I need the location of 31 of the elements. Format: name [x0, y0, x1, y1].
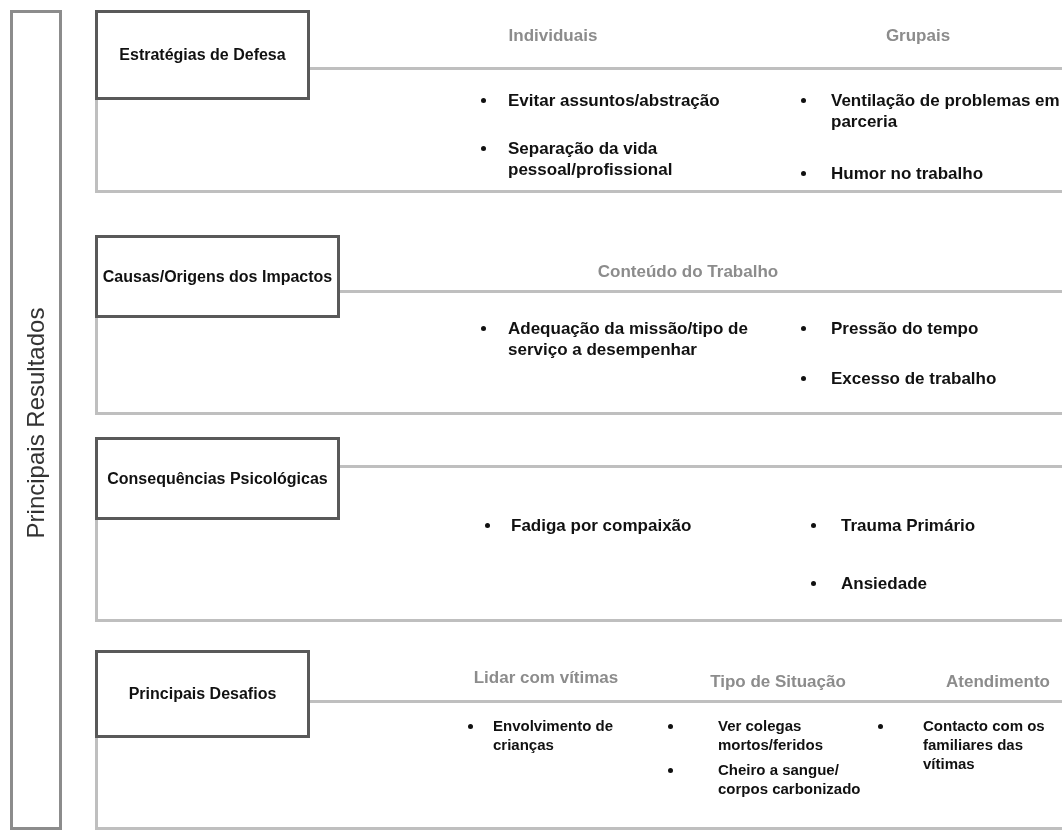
column-header: Grupais — [884, 25, 952, 46]
bullet-item: Separação da vida pessoal/profissional — [508, 138, 674, 180]
bullet-item: Ventilação de problemas em parceria — [831, 90, 1061, 132]
bullet-item: Cheiro a sangue/ corpos carbonizado — [718, 760, 862, 798]
bullet-item: Contacto com os familiares das vítimas — [923, 716, 1046, 773]
bullet-item: Adequação da missão/tipo de serviço a desempenhar — [508, 318, 749, 360]
bullet-item: Pressão do tempo — [831, 318, 980, 339]
column-header: Tipo de Situação — [709, 671, 847, 692]
section-heading-box — [95, 235, 340, 318]
band-title: Principais Resultados — [22, 307, 50, 539]
bullet-item: Ver colegas mortos/feridos — [718, 716, 824, 754]
section-heading-box — [95, 437, 340, 520]
column-header: Lidar com vítimas — [472, 667, 620, 688]
bullet-item: Evitar assuntos/abstração — [508, 90, 721, 111]
side-band — [10, 10, 62, 830]
section-heading: Principais Desafios — [128, 685, 277, 703]
column-header: Atendimento — [945, 671, 1051, 692]
bullet-item: Envolvimento de crianças — [493, 716, 615, 754]
bullet-item: Fadiga por compaixão — [511, 515, 693, 536]
bullet-item: Ansiedade — [841, 573, 928, 594]
bullet-item: Excesso de trabalho — [831, 368, 998, 389]
bullet-item: Trauma Primário — [841, 515, 977, 536]
section-heading-box — [95, 650, 310, 738]
bullet-item: Humor no trabalho — [831, 163, 985, 184]
section-heading: Causas/Origens dos Impactos — [102, 267, 333, 286]
section-heading: Consequências Psicológicas — [107, 469, 328, 488]
column-header: Conteúdo do Trabalho — [596, 261, 780, 282]
section-heading-box — [95, 10, 310, 100]
section-heading: Estratégias de Defesa — [119, 46, 286, 64]
section-panel — [95, 465, 1062, 622]
column-header: Individuais — [507, 25, 599, 46]
